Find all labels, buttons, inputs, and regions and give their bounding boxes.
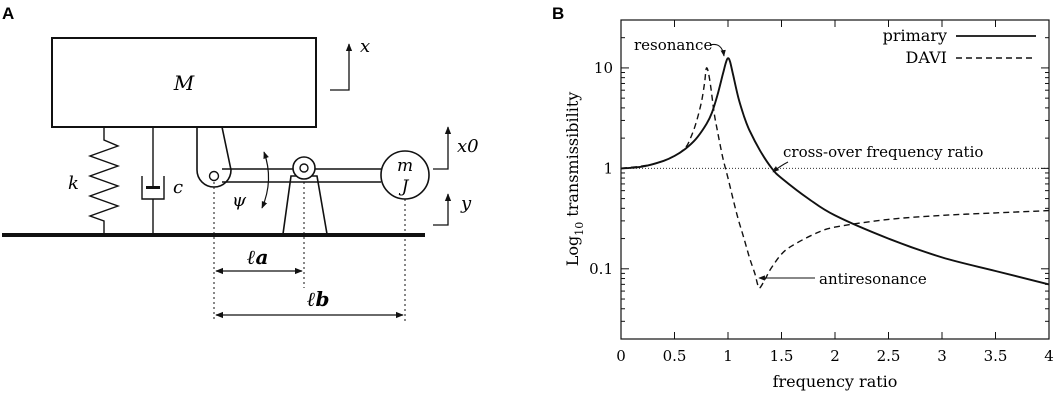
- annotation-resonance-text: resonance: [634, 36, 712, 54]
- plot-frame: [620, 19, 1050, 340]
- x-tick-label: 4: [1044, 347, 1054, 365]
- x-tick-label: 3.5: [984, 347, 1008, 365]
- legend-label-primary: primary: [883, 26, 947, 45]
- pivot-bracket: [196, 126, 232, 188]
- x-tick-label: 0: [616, 347, 626, 365]
- legend: primary DAVI: [883, 26, 1036, 67]
- x-tick-label: 2.5: [877, 347, 901, 365]
- angle-indicator: ψ: [232, 151, 270, 211]
- inertia-label: J: [399, 177, 410, 197]
- disp-indicator-x: x: [330, 36, 370, 91]
- x-tick-label: 1: [723, 347, 733, 365]
- spring-label: k: [68, 173, 79, 194]
- mass-block: [51, 37, 317, 128]
- series-line-davi: [620, 67, 1050, 289]
- x-tick-label: 0.5: [663, 347, 687, 365]
- x-tick-label: 2: [830, 347, 840, 365]
- disp-y-label: y: [460, 193, 472, 214]
- disp-x0-label: x0: [457, 136, 479, 157]
- annotation-antiresonance: antiresonance: [758, 270, 927, 288]
- annotation-antiresonance-text: antiresonance: [819, 270, 927, 288]
- damper-label: c: [173, 177, 183, 198]
- small-mass-label: m: [397, 156, 413, 176]
- damper: c: [141, 127, 183, 234]
- series-layer: [620, 57, 1050, 289]
- mass-label: M: [173, 71, 195, 95]
- disp-indicator-x0: x0: [433, 126, 479, 170]
- bracket-pivot: [208, 170, 220, 182]
- legend-label-davi: DAVI: [906, 48, 947, 67]
- fulcrum-support: [282, 156, 328, 235]
- y-tick-label: 0.1: [589, 260, 613, 278]
- transmissibility-chart: 0 0.5 1 1.5 2 2.5 3 3.5 4 0.1 1 10 frequency ratio…: [563, 19, 1054, 391]
- small-mass: m J: [380, 150, 430, 200]
- arm-b-label: ℓb: [307, 287, 330, 311]
- panel-b-label: B: [552, 4, 564, 23]
- fulcrum-pivot: [299, 163, 309, 173]
- y-axis-label: Log10 transmissibility: [563, 92, 586, 267]
- disp-indicator-y: y: [433, 193, 472, 226]
- spring: k: [68, 127, 121, 234]
- y-axis-label-sub: 10: [573, 222, 586, 236]
- panel-b: B 0 0.5 1 1.5 2 2.5 3 3.5 4 0.1 1 10 frequency rat…: [552, 4, 1054, 391]
- annotation-crossover: cross-over frequency ratio: [772, 143, 983, 173]
- y-tick-label: 1: [603, 159, 613, 177]
- arm-a-label: ℓa: [247, 245, 269, 269]
- x-tick-label: 3: [937, 347, 947, 365]
- y-tick-label: 10: [594, 59, 613, 77]
- y-axis-label-rest: transmissibility: [563, 92, 582, 222]
- disp-x-label: x: [360, 36, 370, 57]
- y-axis-label-group: Log10 transmissibility: [563, 92, 586, 267]
- panel-a-label: A: [2, 4, 14, 23]
- angle-label: ψ: [232, 190, 247, 211]
- series-line-primary: [620, 57, 1050, 286]
- y-axis-label-base: Log: [563, 236, 582, 267]
- panel-a: A M x k c: [2, 4, 479, 322]
- x-axis-label: frequency ratio: [773, 372, 898, 391]
- x-tick-label: 1.5: [770, 347, 794, 365]
- dimension-lines: ℓa ℓb: [213, 182, 406, 322]
- y-axis: 0.1 1 10: [589, 19, 1049, 340]
- x-axis: 0 0.5 1 1.5 2 2.5 3 3.5 4: [616, 20, 1054, 365]
- annotation-crossover-text: cross-over frequency ratio: [783, 143, 983, 161]
- annotation-resonance: resonance: [634, 36, 726, 57]
